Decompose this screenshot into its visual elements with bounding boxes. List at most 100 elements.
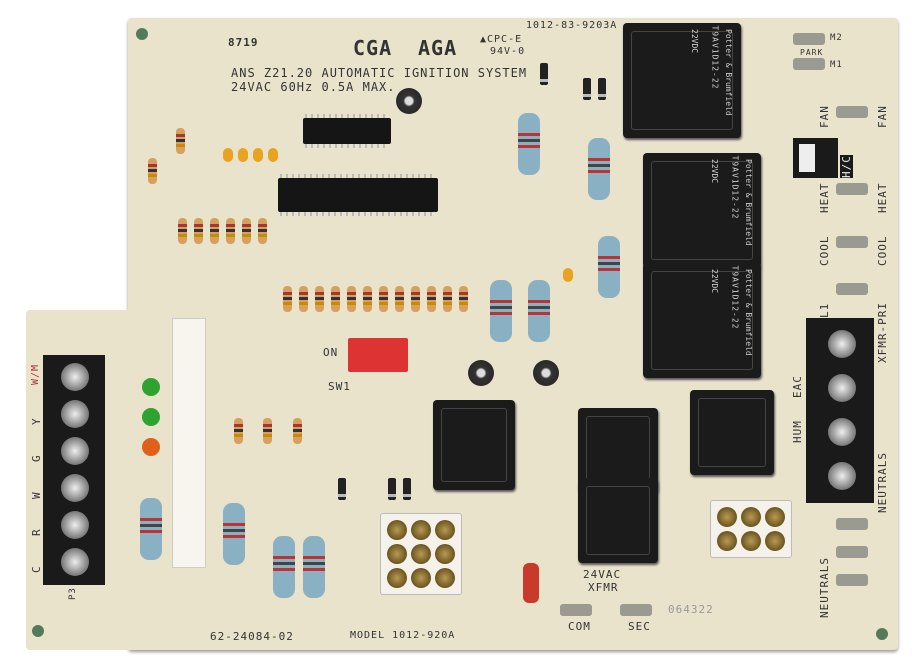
cga-logo: CGA: [353, 36, 393, 60]
cool-label-right: COOL: [876, 235, 889, 267]
diode: [403, 478, 411, 500]
board-code: 8719: [228, 36, 259, 49]
terminal-label-c: C: [30, 565, 43, 573]
resistor: [331, 286, 340, 312]
screw-terminal-y[interactable]: [61, 400, 89, 428]
neutral-terminal[interactable]: [836, 518, 868, 530]
park-label: PARK: [800, 48, 824, 57]
resistor: [443, 286, 452, 312]
relay-brand: Potter & Brumfield: [724, 29, 733, 116]
microcontroller-chip: [278, 174, 438, 216]
diode: [583, 78, 591, 100]
flame-rating: ▲CPC-E: [480, 34, 523, 45]
hc-jumper-block[interactable]: [793, 138, 838, 178]
fan-label-right: FAN: [876, 105, 889, 128]
resistor: [379, 286, 388, 312]
screw-terminal-g[interactable]: [61, 437, 89, 465]
resistor: [411, 286, 420, 312]
resistor: [258, 218, 267, 244]
capacitor: [563, 268, 573, 282]
screw-terminal-r[interactable]: [61, 511, 89, 539]
heat-label-left: HEAT: [818, 182, 831, 214]
relay-k3: Potter & Brumfield T9AV1D12-22 22VDC: [643, 263, 761, 378]
xfmr-voltage-label: 24VAC: [583, 568, 622, 581]
circuit-board: 8719 CGA AGA ▲CPC-E 94V-0 1012-83-9203A …: [128, 18, 898, 650]
m1-label: M1: [830, 60, 843, 70]
cool-terminal[interactable]: [836, 236, 868, 248]
standard-line1: ANS Z21.20 AUTOMATIC IGNITION SYSTEM: [231, 66, 528, 80]
capacitor: [268, 148, 278, 162]
capacitor: [238, 148, 248, 162]
screw-terminal-xfmr-pri[interactable]: [828, 330, 856, 358]
fan-terminal[interactable]: [836, 106, 868, 118]
neutral-terminal[interactable]: [836, 546, 868, 558]
terminal-label-y: Y: [30, 417, 43, 425]
relay-k2: Potter & Brumfield T9AV1D12-22 22VDC: [643, 153, 761, 268]
mounting-hole: [32, 625, 44, 637]
connector-p2[interactable]: [710, 500, 792, 558]
hc-label: H/C: [840, 155, 853, 178]
resistor: [427, 286, 436, 312]
relay-model: T9AV1D12-22: [730, 265, 740, 330]
sec-label: SEC: [628, 620, 651, 633]
l1-label: L1: [818, 302, 831, 318]
screw-terminal-w[interactable]: [61, 474, 89, 502]
electrolytic-capacitor: [533, 360, 559, 386]
com-terminal[interactable]: [560, 604, 592, 616]
power-resistor: [490, 280, 512, 342]
diode: [598, 78, 606, 100]
status-led-amber: [142, 438, 160, 456]
resistor: [234, 418, 243, 444]
relay-voltage: 22VDC: [710, 159, 719, 184]
cool-label-left: COOL: [818, 235, 831, 267]
relay-model: T9AV1D12-22: [710, 25, 720, 90]
resistor: [242, 218, 251, 244]
status-led-green: [142, 408, 160, 426]
relay-brand: Potter & Brumfield: [744, 269, 753, 356]
ic-chip-u2: [303, 114, 391, 148]
relay-brand: Potter & Brumfield: [744, 159, 753, 246]
screw-terminal-neutrals[interactable]: [828, 462, 856, 490]
resistor: [293, 418, 302, 444]
dip-switch[interactable]: [348, 338, 408, 372]
eac-label: EAC: [791, 375, 804, 398]
neutral-terminal[interactable]: [836, 574, 868, 586]
relay-small: [578, 478, 658, 563]
resistor: [263, 418, 272, 444]
xfmr-label: XFMR: [588, 581, 619, 594]
resistor: [210, 218, 219, 244]
heat-label-right: HEAT: [876, 182, 889, 214]
com-label: COM: [568, 620, 591, 633]
resistor: [178, 218, 187, 244]
power-resistor: [140, 498, 162, 560]
sec-terminal[interactable]: [620, 604, 652, 616]
power-resistor: [528, 280, 550, 342]
connector-p1[interactable]: [380, 513, 462, 595]
resistor: [299, 286, 308, 312]
park-terminal-m1[interactable]: [793, 58, 825, 70]
standard-line2: 24VAC 60Hz 0.5A MAX.: [231, 80, 396, 94]
heat-terminal[interactable]: [836, 183, 868, 195]
screw-terminal-w-m[interactable]: [61, 363, 89, 391]
relay-voltage: 22VDC: [690, 29, 699, 54]
date-code: 064322: [668, 603, 714, 616]
thermostat-terminal-block: [43, 355, 105, 585]
electrolytic-capacitor: [468, 360, 494, 386]
resistor: [194, 218, 203, 244]
part-number: 1012-83-9203A: [526, 20, 618, 31]
screw-terminal-eac[interactable]: [828, 374, 856, 402]
power-resistor: [303, 536, 325, 598]
electrolytic-capacitor: [396, 88, 422, 114]
l1-terminal[interactable]: [836, 283, 868, 295]
terminal-label-r: R: [30, 528, 43, 536]
relay-small: [433, 400, 515, 490]
screw-terminal-c[interactable]: [61, 548, 89, 576]
relay-k1: Potter & Brumfield T9AV1D12-22 22VDC: [623, 23, 741, 138]
resistor: [226, 218, 235, 244]
park-terminal-m2[interactable]: [793, 33, 825, 45]
resistor: [176, 128, 185, 154]
aga-logo: AGA: [418, 36, 458, 60]
screw-terminal-hum[interactable]: [828, 418, 856, 446]
power-resistor: [273, 536, 295, 598]
resistor: [459, 286, 468, 312]
